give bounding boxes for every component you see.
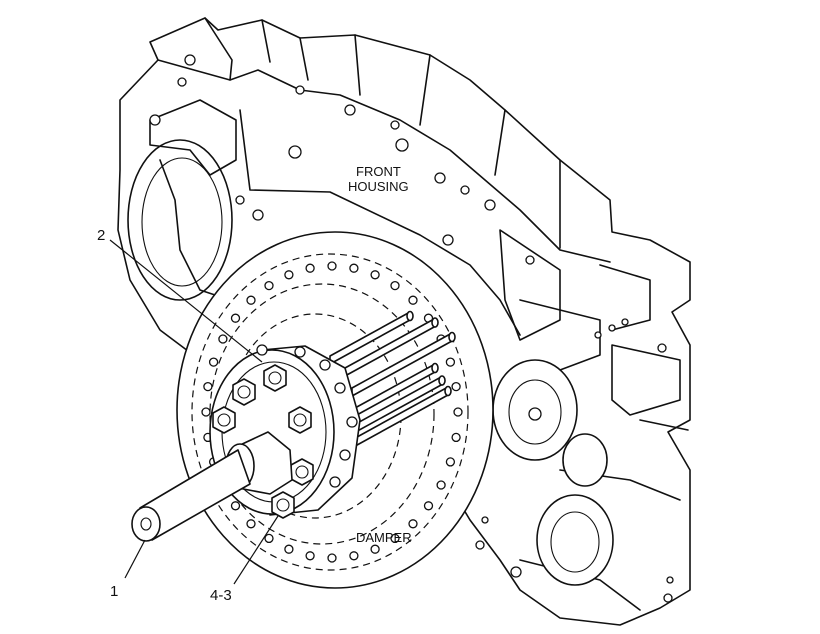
- front-housing-label-line2: HOUSING: [348, 179, 409, 194]
- damper-bolt-hole: [305, 551, 315, 561]
- damper-bolt-hole: [305, 263, 315, 273]
- forcing-screw: [131, 431, 293, 542]
- damper-bolt-hole: [230, 313, 241, 323]
- damper-bolt-hole: [370, 544, 380, 554]
- damper-label: DAMPER: [356, 530, 412, 545]
- callout-4-3: 4-3: [210, 587, 232, 604]
- puller-bolts: [212, 364, 314, 519]
- damper-bolt-hole: [264, 533, 274, 544]
- callout-2-leader: [109, 239, 263, 363]
- damper-bolt-hole: [230, 501, 241, 511]
- damper-bolt-hole: [349, 551, 359, 561]
- callout-2: 2: [97, 227, 105, 244]
- callout-1-leader: [124, 539, 146, 579]
- damper-bolt-hole: [264, 280, 274, 291]
- damper-bolt-hole: [327, 553, 337, 563]
- damper-bolt-hole: [451, 381, 461, 392]
- damper-bolt-hole: [451, 432, 461, 443]
- damper-bolt-holes: [201, 261, 463, 563]
- damper-bolt-hole: [445, 357, 456, 367]
- damper-bolt-hole: [370, 270, 380, 280]
- damper-bolt-hole: [423, 501, 434, 511]
- damper-bolt-hole: [408, 295, 418, 305]
- damper-bolt-hole: [284, 544, 294, 554]
- damper-bolt-hole: [445, 457, 456, 467]
- damper-bolt-hole: [453, 407, 463, 417]
- damper-bolt-hole: [246, 295, 256, 305]
- damper-bolt-hole: [208, 357, 219, 367]
- damper-bolt-hole: [390, 280, 400, 291]
- damper-bolt-hole: [390, 533, 400, 544]
- damper-bolt-hole: [218, 334, 228, 344]
- callout-1: 1: [110, 583, 118, 600]
- damper-bolt-hole: [284, 270, 294, 280]
- damper-bolt-hole: [246, 519, 256, 529]
- damper-bolt-hole: [201, 407, 211, 417]
- damper-bolt-hole: [436, 480, 446, 490]
- callout-4-3-leader: [233, 515, 279, 585]
- damper-bolt-hole: [349, 263, 359, 273]
- damper-bolt-hole: [203, 381, 213, 392]
- damper-bolt-hole: [408, 519, 418, 529]
- damper-bolt-hole: [327, 261, 337, 271]
- front-housing-label-line1: FRONT: [356, 164, 401, 179]
